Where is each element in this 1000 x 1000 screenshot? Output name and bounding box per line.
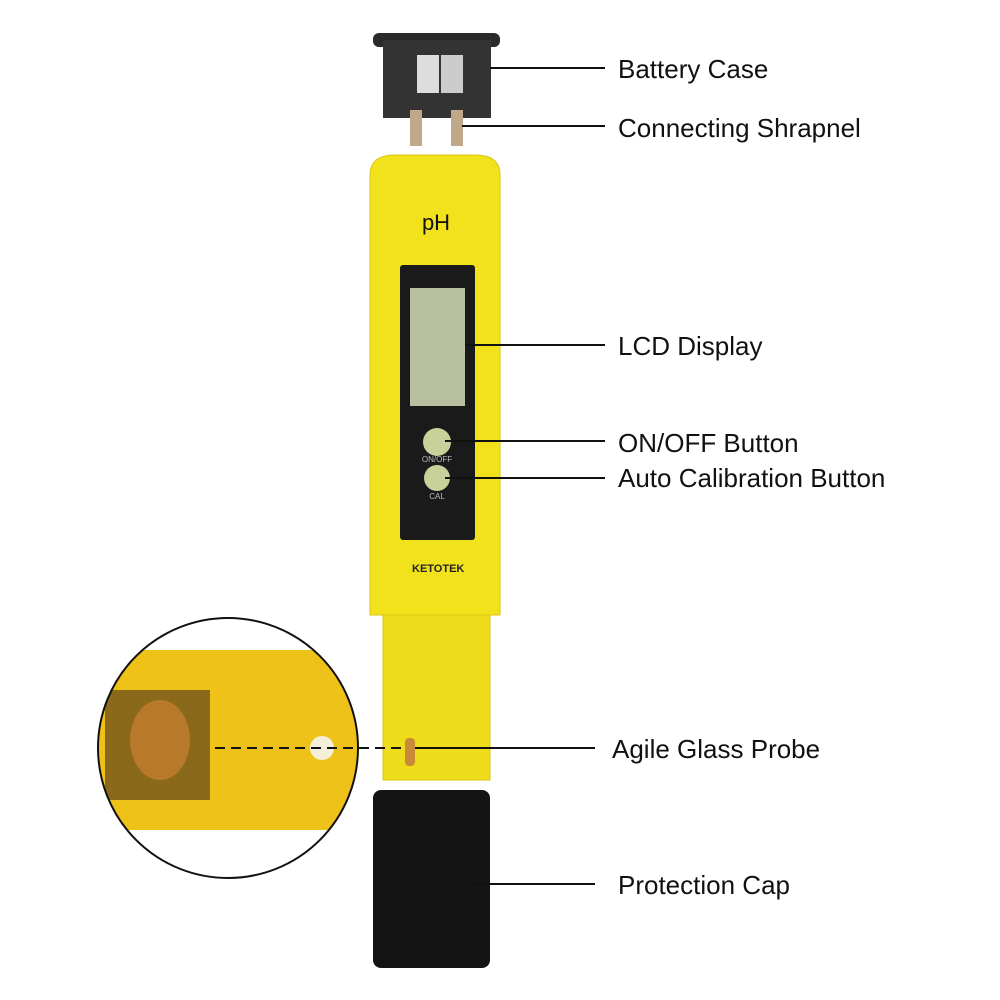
ph-label: pH xyxy=(422,210,450,235)
probe-zoom-inset xyxy=(97,617,359,879)
brand-logo: KETOTEK xyxy=(412,563,464,575)
battery-case xyxy=(373,33,500,146)
label-protection-cap: Protection Cap xyxy=(618,870,790,900)
cal-button-graphic xyxy=(424,465,450,491)
on-off-text: ON/OFF xyxy=(422,455,452,464)
label-auto-calibration-button: Auto Calibration Button xyxy=(618,463,886,493)
protection-cap xyxy=(373,790,490,968)
label-lcd-display: LCD Display xyxy=(618,331,763,361)
cal-text: CAL xyxy=(429,492,445,501)
label-connecting-shrapnel: Connecting Shrapnel xyxy=(618,113,861,143)
lcd-screen xyxy=(410,288,465,406)
leader-lines xyxy=(215,67,605,885)
label-on-off-button: ON/OFF Button xyxy=(618,428,799,458)
meter-body xyxy=(369,154,501,781)
label-battery-case: Battery Case xyxy=(618,54,769,84)
on-off-button-graphic xyxy=(423,428,451,456)
label-agile-glass-probe: Agile Glass Probe xyxy=(612,734,821,764)
